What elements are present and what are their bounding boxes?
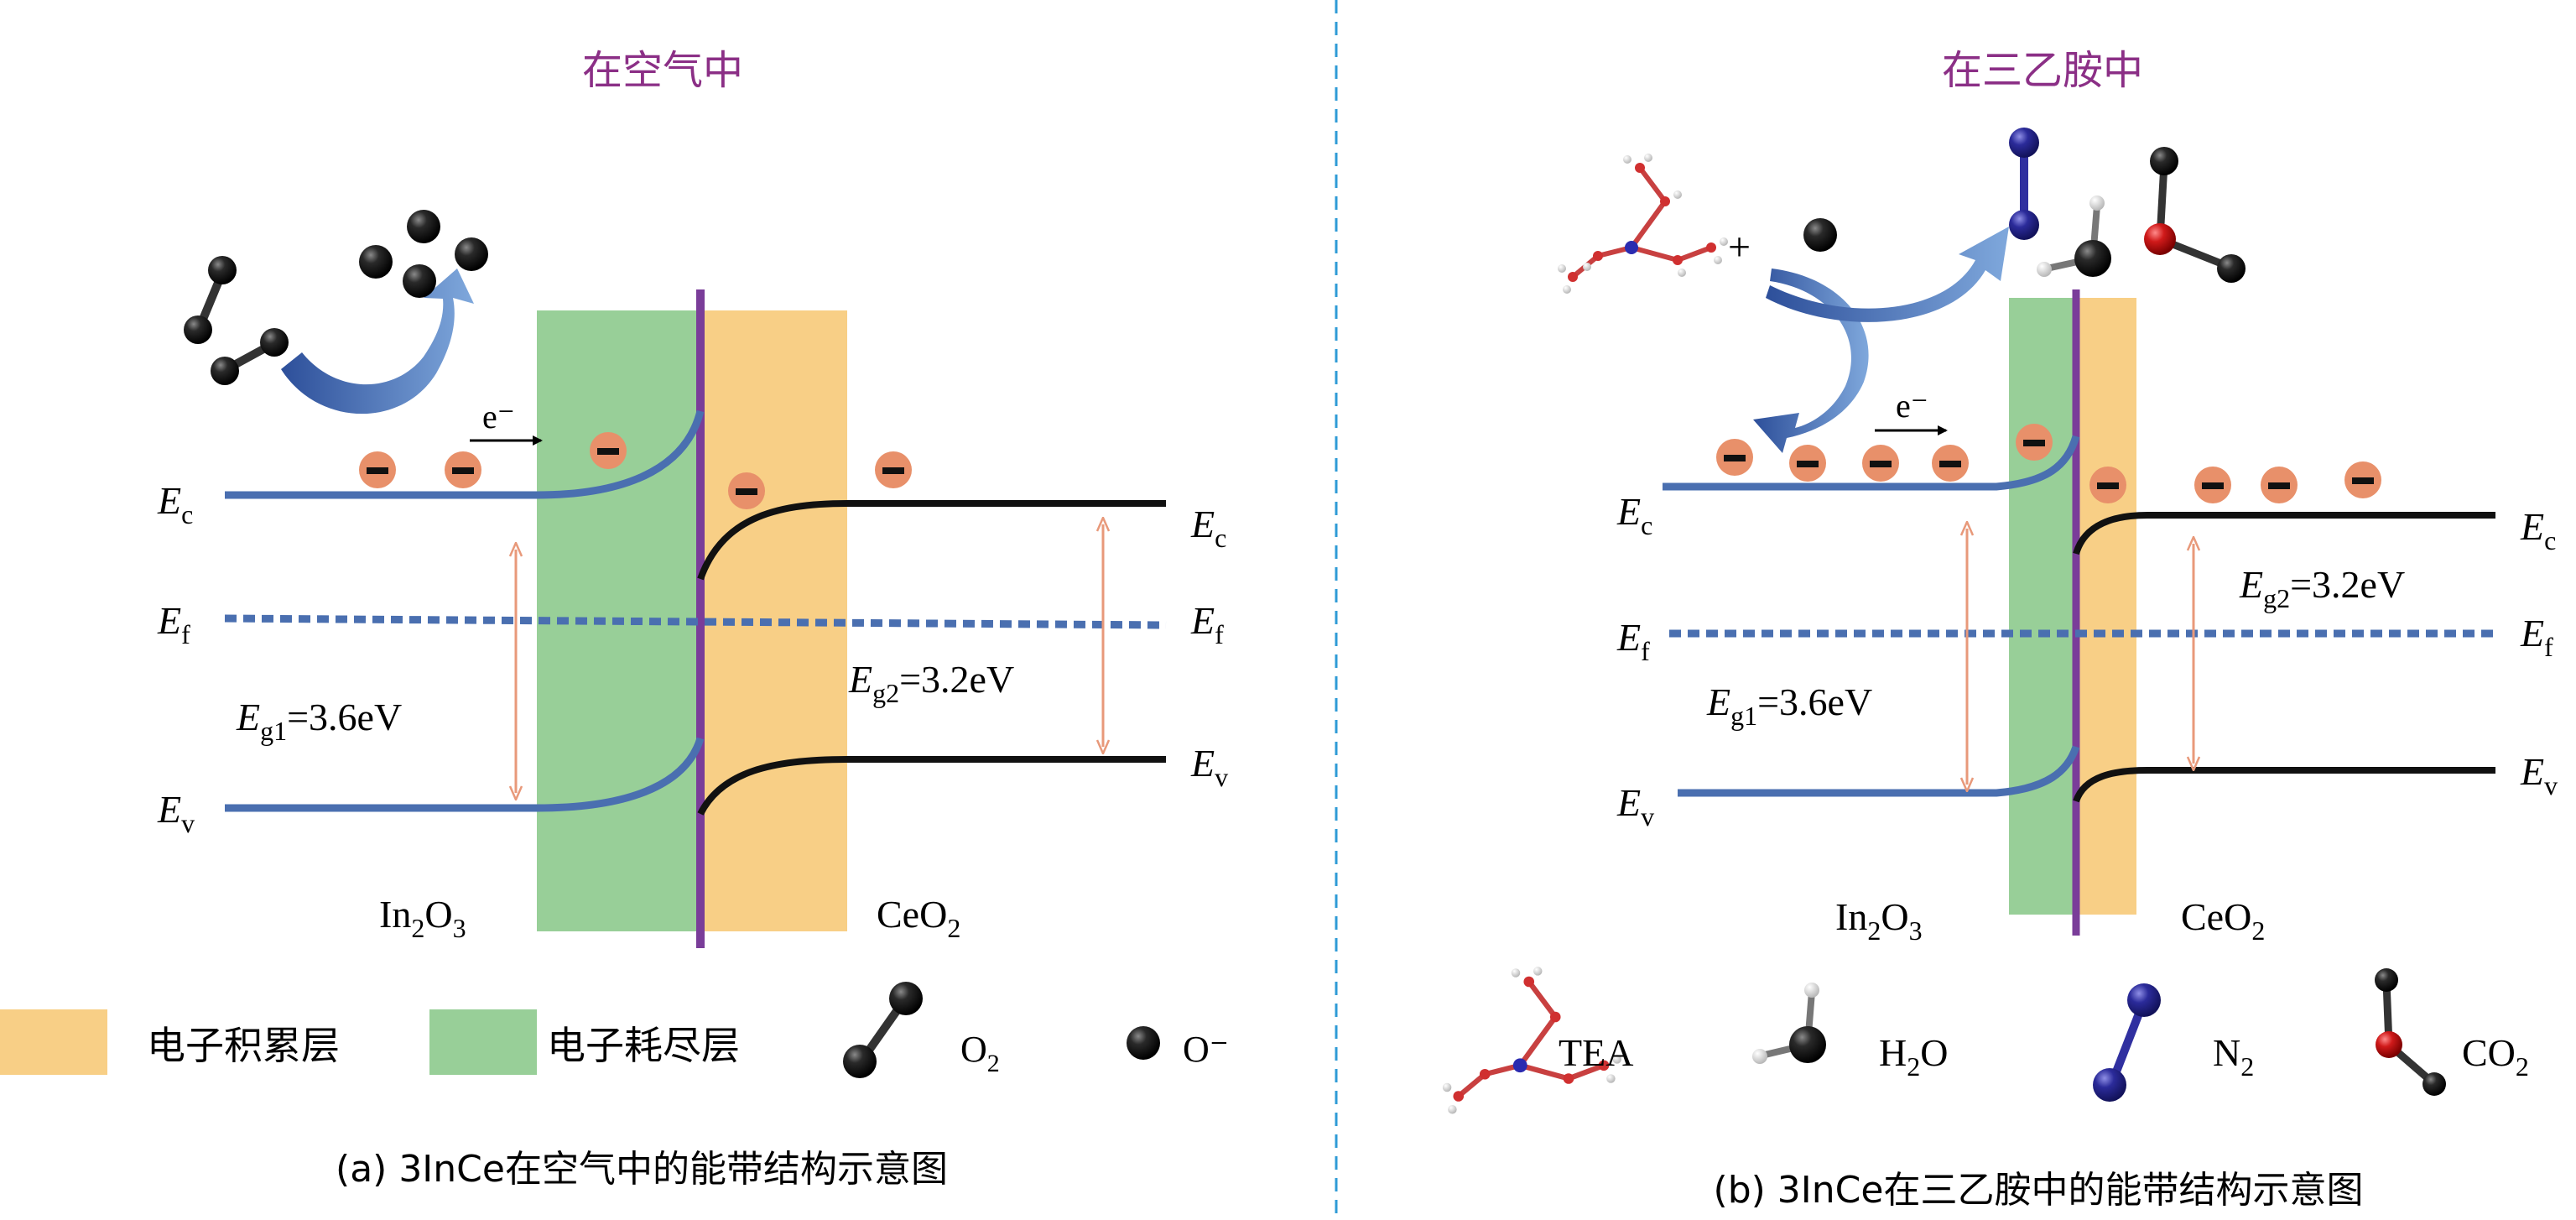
ef-label-left-b: Ef: [1616, 616, 1650, 666]
legend-label-o-minus: O⁻: [1183, 1029, 1229, 1070]
legend-label-co2: CO2: [2462, 1031, 2529, 1082]
electron-icon: [445, 451, 481, 488]
electron-icon: [1862, 445, 1899, 482]
fermi-level-a: [224, 614, 1167, 629]
in2o3-label-b: In2O3: [1835, 895, 1923, 946]
panel-b-title: 在三乙胺中: [1942, 47, 2143, 94]
ec-label-left-b: Ec: [1616, 490, 1652, 540]
ec-label-left-a: Ec: [157, 479, 193, 529]
ceo2-conduction-band-b: [2073, 512, 2495, 555]
eg1-label-b: Eg1=3.6eV: [1706, 680, 1872, 731]
depletion-layer-b: [2009, 298, 2076, 915]
desorption-arrow-b: [1766, 227, 2009, 322]
eg1-label-a: Eg1=3.6eV: [236, 696, 402, 746]
ef-label-left-a: Ef: [157, 599, 190, 649]
caption-a: (a) 3InCe在空气中的能带结构示意图: [336, 1148, 948, 1191]
eg2-label-a: Eg2=3.2eV: [848, 658, 1014, 708]
legend-swatch-accumulation: [0, 1009, 107, 1075]
panel-a: 在空气中 e⁻: [0, 47, 1229, 1191]
electron-flow-label-a: e⁻: [482, 398, 515, 435]
electron-icon: [2016, 424, 2053, 461]
ev-label-right-a: Ev: [1190, 742, 1228, 792]
legend-label-tea: TEA: [1559, 1031, 1633, 1074]
ef-label-right-b: Ef: [2520, 612, 2553, 662]
electron-icon: [2261, 467, 2298, 503]
nitrogen-molecule-icon: [2093, 983, 2161, 1102]
ec-label-right-a: Ec: [1190, 503, 1226, 553]
legend-label-n2: N2: [2213, 1031, 2254, 1082]
in2o3-label-a: In2O3: [379, 893, 466, 943]
ev-label-left-a: Ev: [157, 788, 195, 838]
legend-label-accumulation: 电子积累层: [147, 1023, 340, 1068]
electron-icon: [875, 451, 912, 488]
ev-label-left-b: Ev: [1616, 781, 1654, 832]
oxygen-ion-icon: [1803, 218, 1837, 252]
electron-icon: [2194, 467, 2231, 503]
oxygen-ion-icon: [407, 210, 440, 243]
ceo2-label-a: CeO2: [877, 893, 960, 943]
electron-icon: [1716, 439, 1753, 476]
electron-icon: [2344, 461, 2381, 498]
water-molecule-icon: [2037, 196, 2111, 277]
oxygen-ion-icon: [359, 245, 393, 279]
electron-icon: [728, 472, 765, 509]
ev-label-right-b: Ev: [2520, 750, 2558, 800]
o2-molecule-icon: [184, 256, 237, 344]
electron-icon: [1789, 445, 1826, 482]
adsorption-arrow-a: [281, 269, 474, 414]
electron-icon: [1932, 445, 1969, 482]
plus-sign-b: +: [1728, 225, 1751, 269]
water-molecule-icon: [1752, 983, 1826, 1064]
ceo2-valence-band-a: [697, 756, 1166, 816]
o2-molecule-icon: [211, 328, 289, 385]
in2o3-valence-band-a: [225, 737, 705, 812]
electron-icon: [359, 451, 396, 488]
legend-swatch-depletion: [429, 1009, 537, 1075]
panel-b: 在三乙胺中 e⁻: [1442, 47, 2558, 1212]
ef-label-right-a: Ef: [1190, 599, 1224, 649]
in2o3-valence-band-b: [1678, 745, 2080, 797]
legend-label-depletion: 电子耗尽层: [547, 1023, 740, 1068]
oxygen-ion-icon: [1127, 1026, 1160, 1060]
tea-molecule-icon: [1442, 967, 1621, 1114]
in2o3-conduction-band-a: [225, 409, 705, 499]
electron-icon: [2089, 467, 2126, 503]
ec-label-right-b: Ec: [2520, 505, 2556, 555]
o2-molecule-icon: [843, 982, 923, 1078]
oxygen-ion-icon: [455, 237, 488, 271]
tea-molecule-icon: [1558, 154, 1728, 294]
ceo2-conduction-band-a: [697, 500, 1166, 581]
legend-label-h2o: H2O: [1879, 1031, 1948, 1082]
caption-b: (b) 3InCe在三乙胺中的能带结构示意图: [1714, 1169, 2364, 1212]
electron-icon: [590, 432, 627, 469]
legend-label-o2: O2: [960, 1029, 1000, 1077]
in2o3-conduction-band-b: [1663, 435, 2080, 491]
co2-molecule-icon: [2144, 147, 2246, 283]
ceo2-valence-band-b: [2073, 767, 2495, 803]
panel-a-title: 在空气中: [582, 47, 743, 94]
co2-molecule-icon: [2375, 968, 2446, 1096]
ceo2-label-b: CeO2: [2181, 895, 2265, 946]
nitrogen-molecule-icon: [2009, 128, 2039, 240]
eg2-label-b: Eg2=3.2eV: [2239, 563, 2405, 613]
electron-flow-label-b: e⁻: [1896, 387, 1928, 425]
oxygen-ion-icon: [403, 264, 436, 298]
accumulation-layer-b: [2076, 298, 2136, 915]
